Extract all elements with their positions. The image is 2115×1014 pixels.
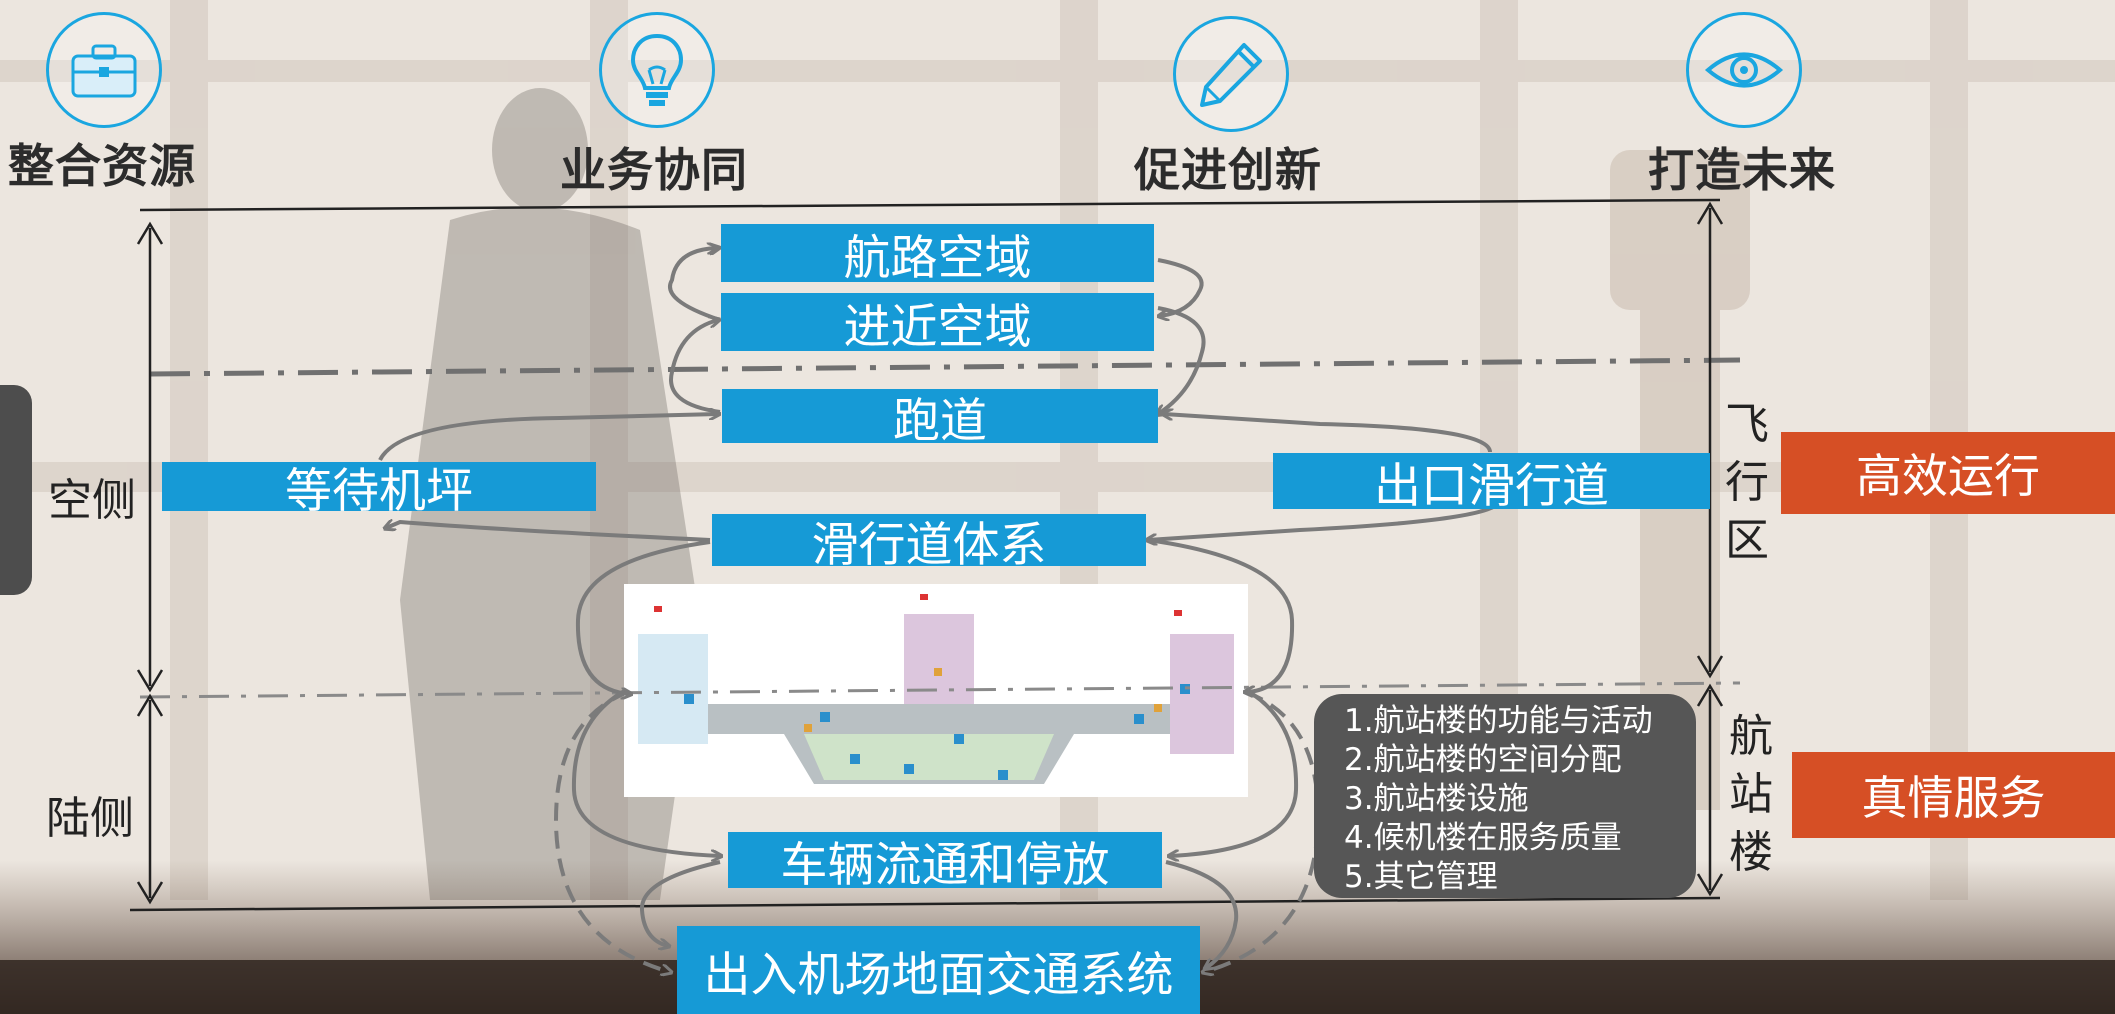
terminal-note: 2.航站楼的空间分配 [1344, 742, 1622, 778]
terminal-note: 1.航站楼的功能与活动 [1344, 703, 1653, 739]
holding-apron-box: 等待机坪 [162, 462, 596, 519]
landside-label: 陆侧 [46, 793, 134, 844]
terminal-note: 4.候机楼在服务质量 [1344, 820, 1622, 856]
lightbulb-icon [599, 12, 715, 128]
toolbox-icon [46, 12, 162, 128]
terminal-floor-plan [624, 584, 1248, 797]
terminal-note: 3.航站楼设施 [1344, 781, 1529, 817]
pillar-label-innovate: 促进创新 [1134, 143, 1322, 197]
pillar-label-future: 打造未来 [1648, 143, 1836, 197]
exit-taxiway-box: 出口滑行道 [1273, 453, 1710, 514]
vehicle-parking-box: 车辆流通和停放 [728, 832, 1162, 893]
pillar-label-cooperate: 业务协同 [560, 143, 748, 197]
side-tab[interactable] [0, 385, 32, 595]
sincere-service-badge: 真情服务 [1792, 752, 2115, 838]
terminal-notes-box: 1.航站楼的功能与活动 2.航站楼的空间分配 3.航站楼设施 4.候机楼在服务质… [1314, 694, 1696, 898]
efficient-operation-badge: 高效运行 [1781, 432, 2115, 514]
pencil-icon [1173, 16, 1289, 132]
airside-label: 空侧 [48, 475, 136, 526]
approach-airspace-box: 进近空域 [721, 293, 1154, 355]
taxiway-system-box: 滑行道体系 [712, 514, 1146, 573]
flight-area-label: 飞 行 区 [1725, 399, 1769, 566]
ground-transport-box: 出入机场地面交通系统 [677, 926, 1200, 1014]
terminal-note: 5.其它管理 [1344, 859, 1498, 895]
route-airspace-box: 航路空域 [721, 224, 1154, 286]
pillar-label-integrate: 整合资源 [8, 139, 196, 193]
eye-icon [1686, 12, 1802, 128]
runway-box: 跑道 [722, 389, 1158, 449]
terminal-label: 航 站 楼 [1729, 711, 1773, 878]
